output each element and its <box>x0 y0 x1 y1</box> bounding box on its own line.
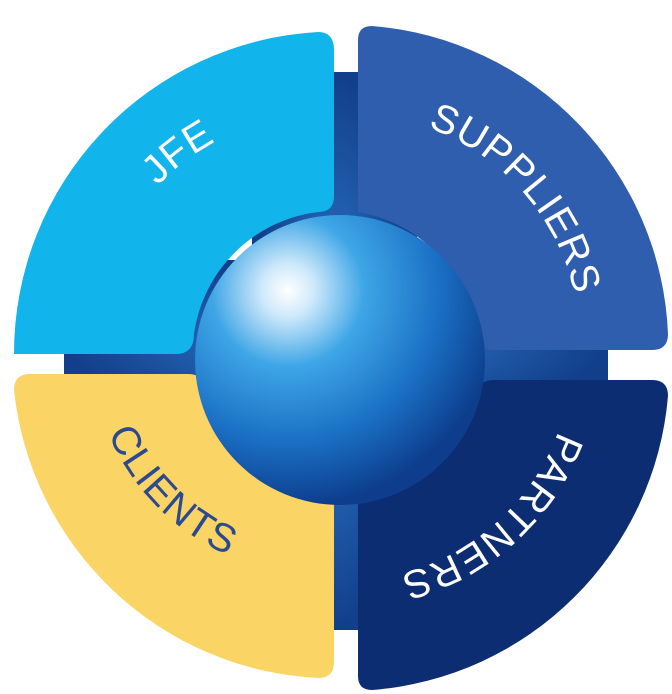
segment-jfe[interactable] <box>13 32 335 354</box>
segment-clients[interactable] <box>14 374 334 678</box>
segment-suppliers[interactable] <box>358 26 668 350</box>
segment-partners[interactable] <box>358 380 668 690</box>
center-sphere <box>195 215 485 505</box>
